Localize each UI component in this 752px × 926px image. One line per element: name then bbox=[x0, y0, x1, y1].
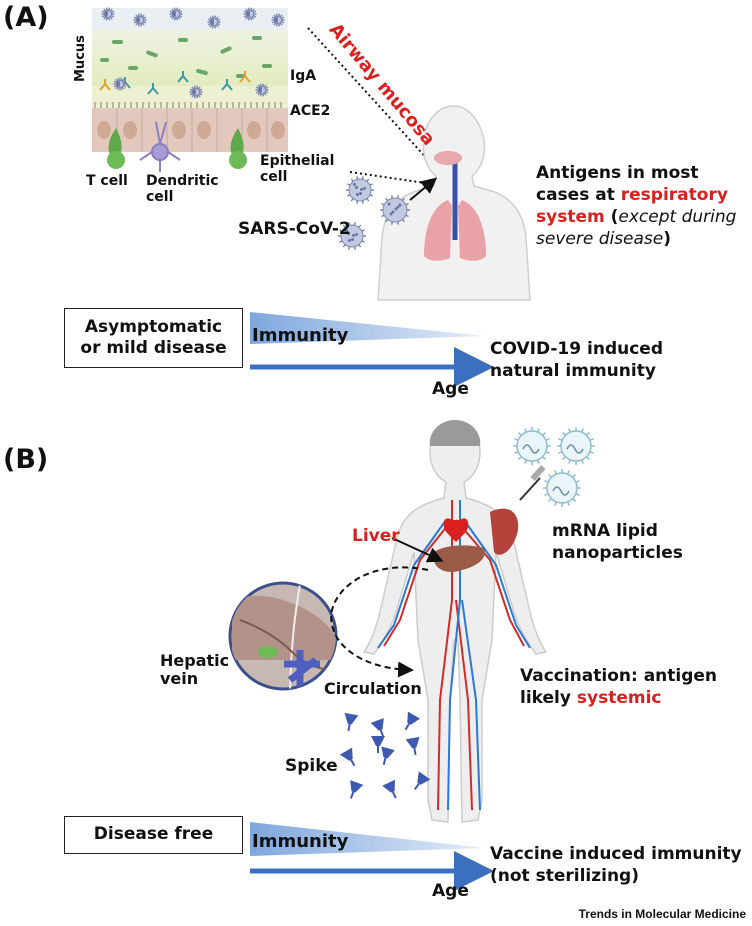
t-cell-label: T cell bbox=[86, 173, 128, 189]
dendritic-cell bbox=[139, 121, 181, 172]
mucosa-virus-particle bbox=[133, 13, 147, 27]
heart bbox=[443, 518, 469, 542]
iga-label: IgA bbox=[290, 68, 317, 84]
lipid-nanoparticle bbox=[557, 427, 595, 465]
liver-arrow bbox=[391, 537, 444, 563]
mucosa-pointer-line bbox=[307, 27, 431, 163]
full-body-figure bbox=[362, 420, 548, 823]
age-label-b: Age bbox=[432, 881, 469, 901]
mucosa-virus-particle bbox=[169, 7, 183, 21]
t-cell-left bbox=[107, 128, 125, 169]
sars-cov-2-particle bbox=[380, 195, 410, 225]
t-cell-right bbox=[229, 128, 247, 169]
mrna-lipid-nanoparticles-group bbox=[513, 427, 595, 507]
journal-credit: Trends in Molecular Medicine bbox=[578, 907, 746, 921]
immunity-wedge-b bbox=[250, 822, 484, 856]
natural-immunity-text: COVID-19 induced natural immunity bbox=[490, 339, 663, 382]
circulation-dashed-path bbox=[330, 566, 429, 678]
spike-protein bbox=[339, 747, 356, 767]
sars-cov-2-particle bbox=[346, 176, 374, 204]
spike-protein bbox=[405, 736, 420, 756]
mucosa-virus-particle bbox=[113, 77, 127, 91]
panel-b-label: (B) bbox=[3, 444, 49, 475]
mucosa-virus-particle bbox=[207, 15, 221, 29]
mucosa-virus-particle bbox=[271, 13, 285, 27]
mrna-lnp-label: mRNA lipid nanoparticles bbox=[552, 521, 683, 564]
cilia bbox=[94, 102, 282, 108]
lipid-nanoparticle bbox=[543, 469, 581, 507]
dendritic-cell-label: Dendritic cell bbox=[146, 173, 219, 206]
immunity-label-a: Immunity bbox=[252, 325, 349, 346]
vaccine-immunity-text: Vaccine induced immunity (not sterilizin… bbox=[490, 844, 742, 887]
hepatic-vein-label: Hepatic vein bbox=[160, 651, 230, 689]
disease-state-box-b: Disease free bbox=[64, 816, 243, 854]
surface-layer bbox=[92, 8, 288, 30]
nuclei bbox=[97, 121, 285, 139]
veins bbox=[377, 500, 531, 811]
sars-cov-2-particles bbox=[101, 7, 410, 250]
spike-protein bbox=[344, 712, 359, 732]
lipid-nanoparticle bbox=[513, 427, 551, 465]
epithelial-cell-label: Epithelial cell bbox=[260, 153, 335, 186]
vaccination-text: Vaccination: antigen likely systemic bbox=[520, 666, 718, 709]
mucosa-virus-particle bbox=[101, 7, 115, 21]
spike-protein bbox=[371, 736, 385, 753]
ace2-label: ACE2 bbox=[290, 103, 331, 119]
sars-cov-2-particle bbox=[338, 222, 366, 250]
liver-organ bbox=[433, 545, 485, 572]
circulation-label: Circulation bbox=[324, 679, 422, 698]
nasal-airway bbox=[434, 151, 462, 165]
airway-mucosa-section bbox=[92, 8, 288, 172]
sars-cov-2-label: SARS-CoV-2 bbox=[238, 219, 351, 239]
bacteria bbox=[100, 36, 272, 78]
age-label-a: Age bbox=[432, 379, 469, 399]
syringe bbox=[519, 465, 546, 501]
nose-arrow bbox=[409, 177, 438, 201]
mucosa-virus-particle bbox=[255, 83, 269, 97]
spike-protein bbox=[404, 711, 421, 731]
epithelial-pointer-line bbox=[349, 171, 433, 185]
lungs bbox=[424, 200, 486, 261]
iga-antibodies-orange bbox=[99, 71, 251, 91]
liver-label: Liver bbox=[352, 526, 400, 546]
immunity-wedge-a bbox=[250, 312, 484, 344]
panel-a-label: (A) bbox=[3, 2, 49, 33]
spike-protein bbox=[382, 779, 397, 799]
spike-protein bbox=[370, 718, 385, 737]
immunity-label-b: Immunity bbox=[252, 831, 349, 852]
spike-protein bbox=[349, 780, 364, 799]
antigen-site-text: Antigens in most cases at respiratory sy… bbox=[536, 163, 737, 250]
mucosa-virus-particle bbox=[189, 85, 203, 99]
mucus-label: Mucus bbox=[73, 35, 88, 82]
spike-label: Spike bbox=[285, 756, 338, 776]
spike-protein bbox=[414, 771, 431, 790]
deltoid-muscle bbox=[490, 508, 519, 555]
upper-body-figure bbox=[377, 105, 531, 301]
spike-protein-group bbox=[339, 711, 431, 799]
mucosa-virus-particle bbox=[243, 7, 257, 21]
spike-protein bbox=[381, 746, 395, 765]
hepatic-vein-inset bbox=[228, 581, 338, 691]
